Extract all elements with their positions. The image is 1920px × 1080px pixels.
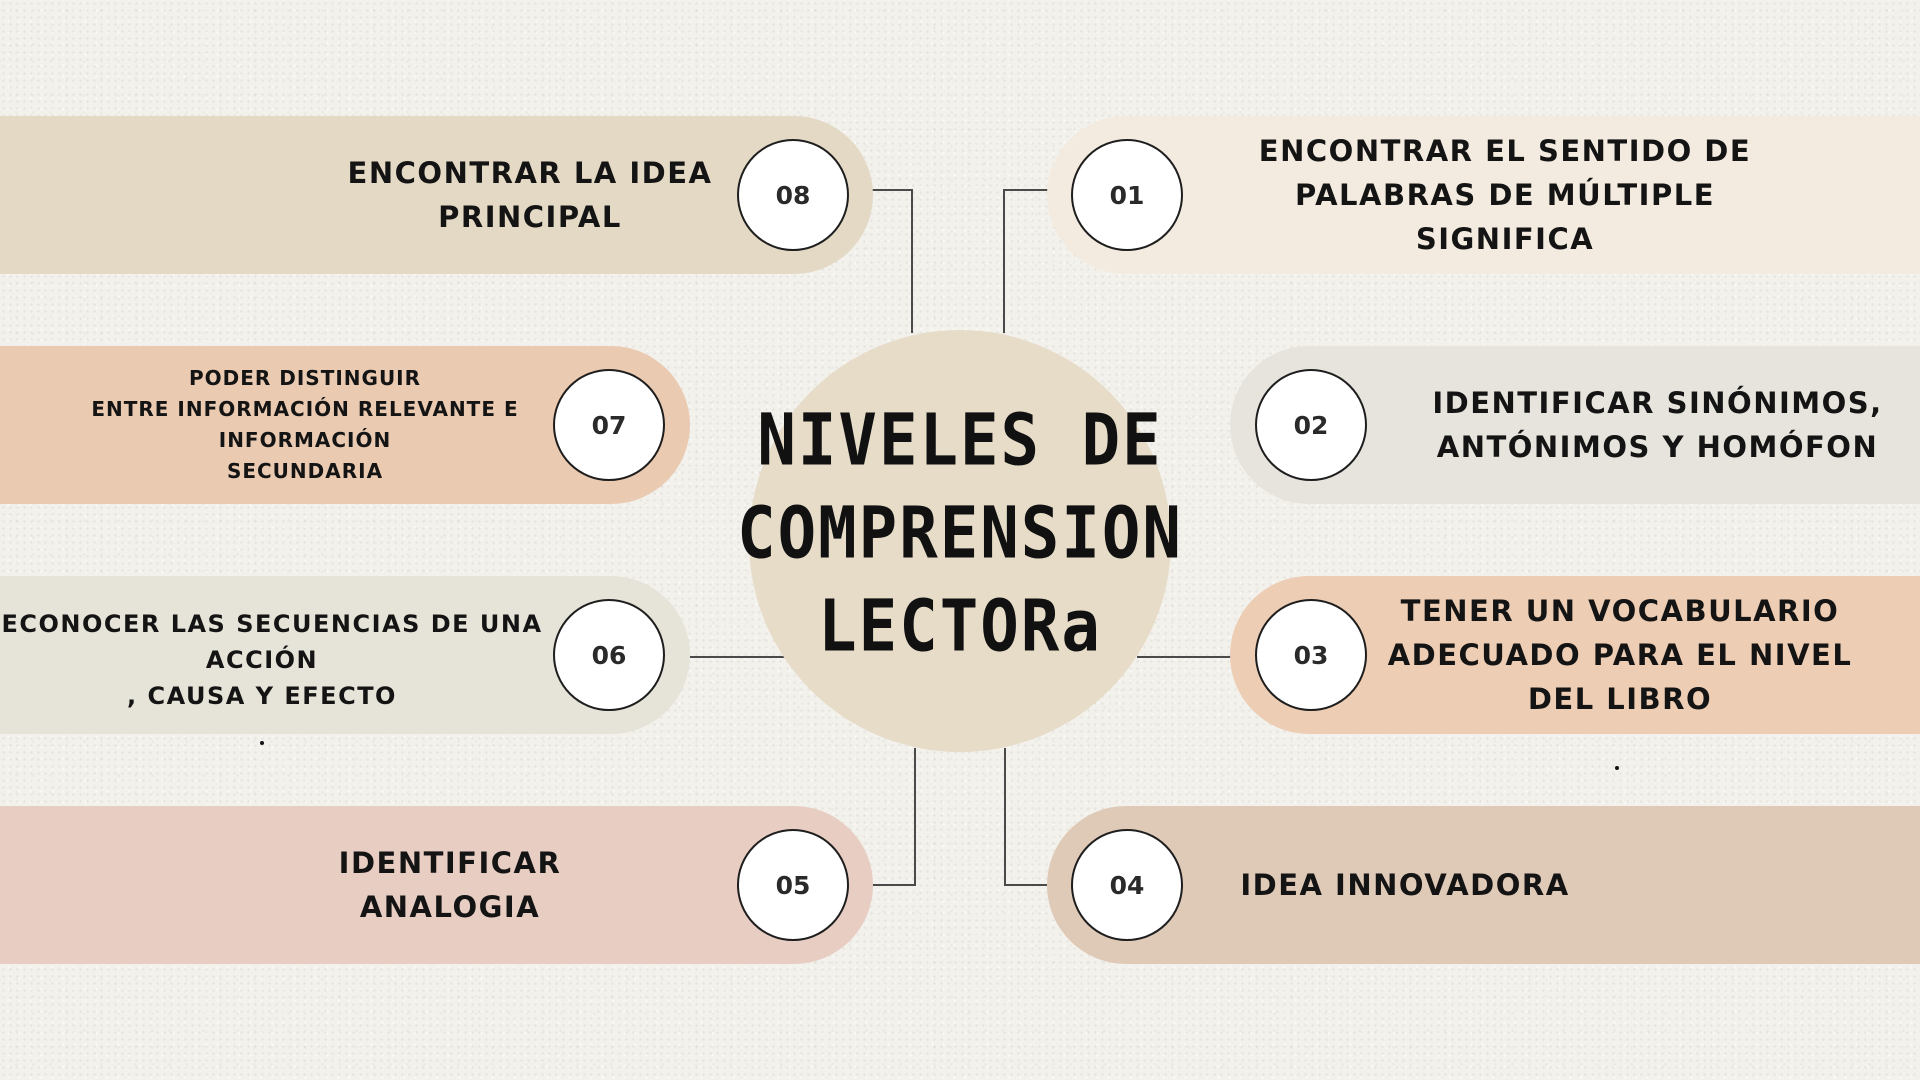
item-07-line-3: INFORMACIÓN <box>218 428 392 452</box>
item-07-line-1: PODER DISTINGUIR <box>188 366 422 390</box>
number-badge-08: 08 <box>737 139 849 251</box>
item-08-line-2: PRINCIPAL <box>438 200 622 234</box>
item-02-text: IDENTIFICAR SINÓNIMOS, ANTÓNIMOS Y HOMÓF… <box>1395 346 1920 504</box>
number-badge-04: 04 <box>1071 829 1183 941</box>
diagram-title: NIVELES DE COMPRENSION LECTORa <box>700 395 1220 674</box>
number-badge-02: 02 <box>1255 369 1367 481</box>
item-08-line-1: ENCONTRAR LA IDEA <box>347 156 713 190</box>
item-01-line-1: ENCONTRAR EL SENTIDO DE <box>1258 134 1752 168</box>
decorative-dot <box>260 741 264 745</box>
connector-01 <box>1003 189 1068 333</box>
pill-05 <box>0 806 873 964</box>
item-01-text: ENCONTRAR EL SENTIDO DE PALABRAS DE MÚLT… <box>1220 116 1790 274</box>
item-07-line-4: SECUNDARIA <box>226 459 384 483</box>
item-05-text: IDENTIFICAR ANALOGIA <box>250 806 650 964</box>
number-badge-06: 06 <box>553 599 665 711</box>
number-badge-01: 01 <box>1071 139 1183 251</box>
decorative-dot <box>1615 766 1619 770</box>
center-circle <box>749 330 1171 752</box>
item-03-line-1: TENER UN VOCABULARIO <box>1400 594 1840 628</box>
item-02-line-2: ANTÓNIMOS Y HOMÓFON <box>1436 430 1879 464</box>
item-06-line-3: , CAUSA Y EFECTO <box>127 682 397 710</box>
item-06-line-1: RECONOCER LAS SECUENCIAS DE UNA <box>0 610 543 638</box>
item-03-text: TENER UN VOCABULARIO ADECUADO PARA EL NI… <box>1380 576 1860 734</box>
title-line-1: NIVELES DE <box>757 399 1163 483</box>
number-badge-07: 07 <box>553 369 665 481</box>
item-01-line-2: PALABRAS DE MÚLTIPLE <box>1295 178 1715 212</box>
item-06-line-2: ACCIÓN <box>205 646 319 674</box>
item-01-line-3: SIGNIFICA <box>1415 222 1595 256</box>
item-05-line-1: IDENTIFICAR <box>338 846 562 880</box>
number-badge-05: 05 <box>737 829 849 941</box>
item-07-text: PODER DISTINGUIR ENTRE INFORMACIÓN RELEV… <box>60 346 550 504</box>
item-05-line-2: ANALOGIA <box>359 890 541 924</box>
item-02-line-1: IDENTIFICAR SINÓNIMOS, <box>1432 386 1883 420</box>
number-badge-03: 03 <box>1255 599 1367 711</box>
title-line-2: COMPRENSION <box>737 492 1183 576</box>
pill-04 <box>1047 806 1920 964</box>
pill-01 <box>1047 116 1920 274</box>
item-03-line-3: DEL LIBRO <box>1527 682 1713 716</box>
pill-08 <box>0 116 873 274</box>
item-04-line-1: IDEA INNOVADORA <box>1240 868 1570 902</box>
title-line-3: LECTORa <box>818 585 1102 669</box>
item-07-line-2: ENTRE INFORMACIÓN RELEVANTE E <box>91 397 519 421</box>
item-08-text: ENCONTRAR LA IDEA PRINCIPAL <box>300 116 760 274</box>
item-06-text: RECONOCER LAS SECUENCIAS DE UNA ACCIÓN ,… <box>0 606 541 714</box>
item-03-line-2: ADECUADO PARA EL NIVEL <box>1387 638 1853 672</box>
item-04-text: IDEA INNOVADORA <box>1220 806 1590 964</box>
